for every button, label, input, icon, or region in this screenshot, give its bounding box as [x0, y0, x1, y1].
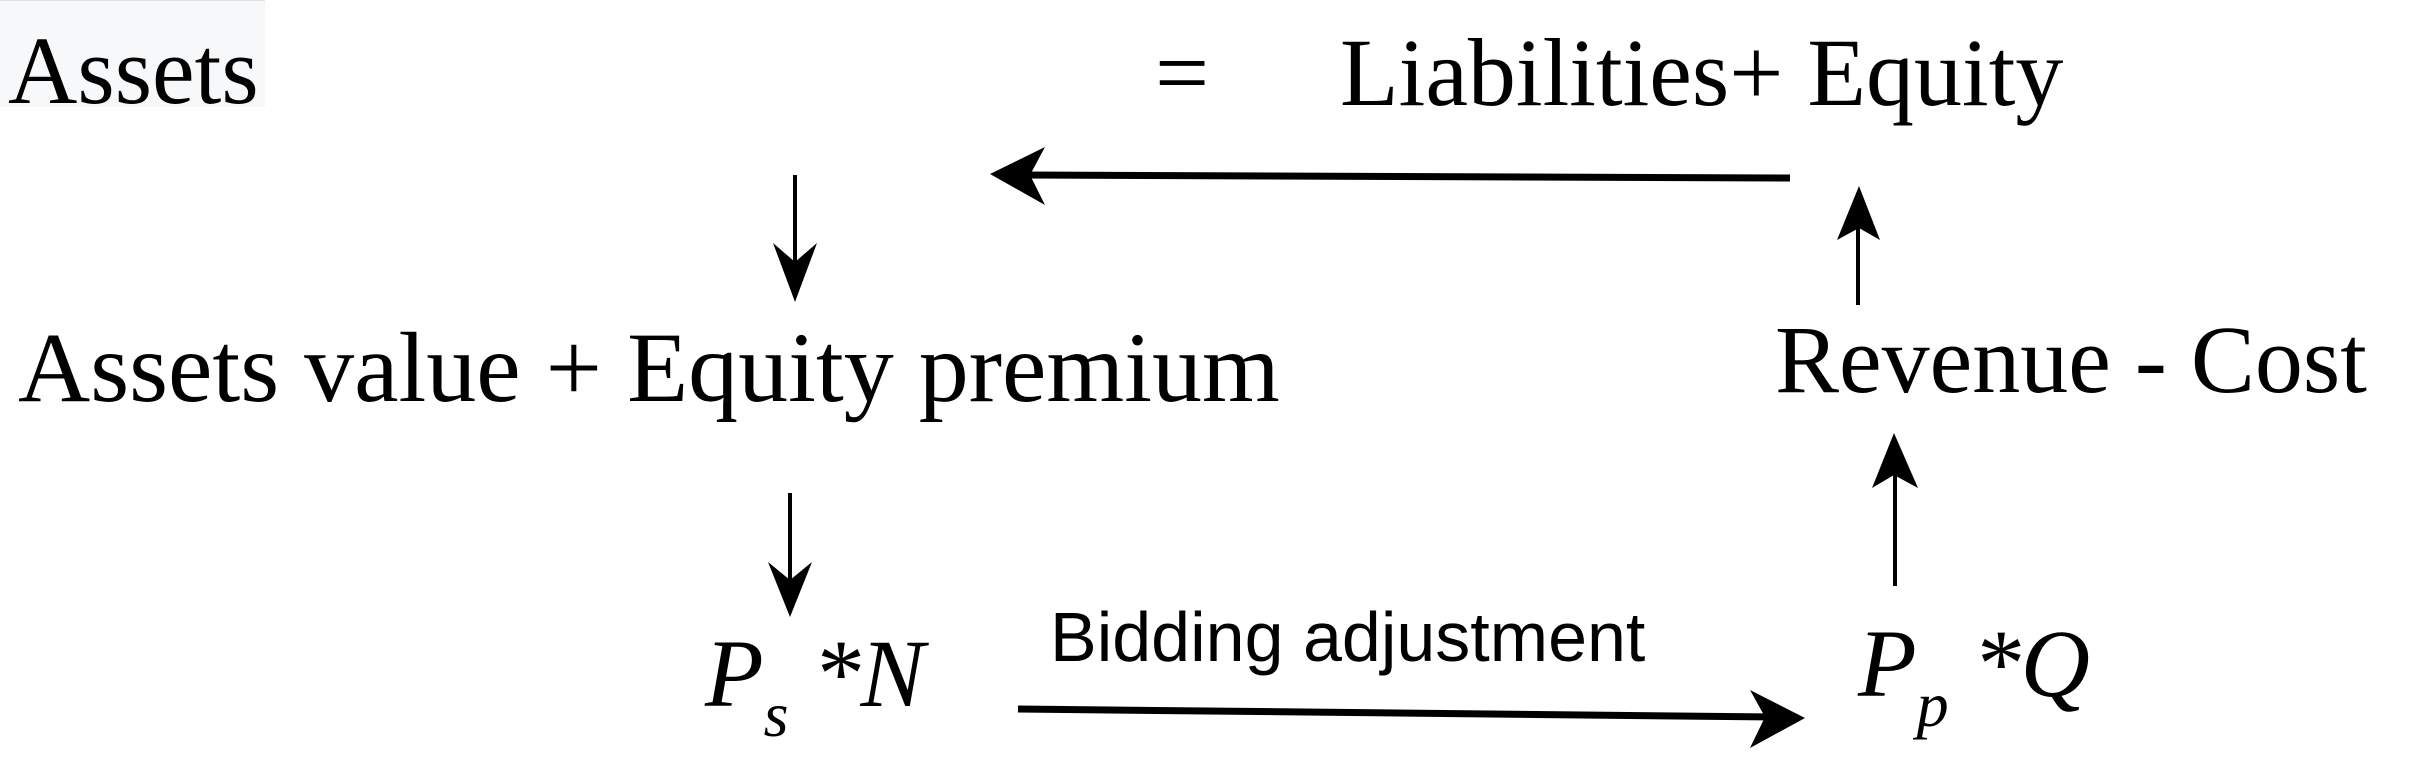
- pp-rest: *Q: [1948, 610, 2090, 717]
- arrow-down-icon: [768, 493, 812, 617]
- arrow-right-icon: [1017, 690, 1805, 748]
- arrow-down-icon: [773, 175, 817, 302]
- ps-base: P: [705, 620, 764, 727]
- pp-q-node: Pp *Q: [1858, 616, 2090, 737]
- liabilities-equity-node: Liabilities+ Equity: [1340, 19, 2064, 126]
- ps-rest: *N: [788, 620, 925, 727]
- equals-sign: =: [1155, 19, 1210, 126]
- assets-value-equity-premium-node: Assets value + Equity premium: [18, 312, 1280, 423]
- arrow-up-icon: [1872, 433, 1918, 586]
- revenue-cost-node: Revenue - Cost: [1775, 306, 2367, 413]
- arrow-left-icon: [990, 147, 1791, 205]
- ps-n-node: Ps *N: [705, 626, 925, 747]
- pp-subscript: p: [1916, 669, 1949, 740]
- pp-base: P: [1858, 610, 1917, 717]
- ps-subscript: s: [763, 679, 789, 750]
- arrow-up-icon: [1837, 186, 1880, 305]
- assets-label: Assets: [8, 17, 259, 124]
- assets-node: Assets: [0, 0, 265, 119]
- bidding-adjustment-label: Bidding adjustment: [1050, 598, 1646, 676]
